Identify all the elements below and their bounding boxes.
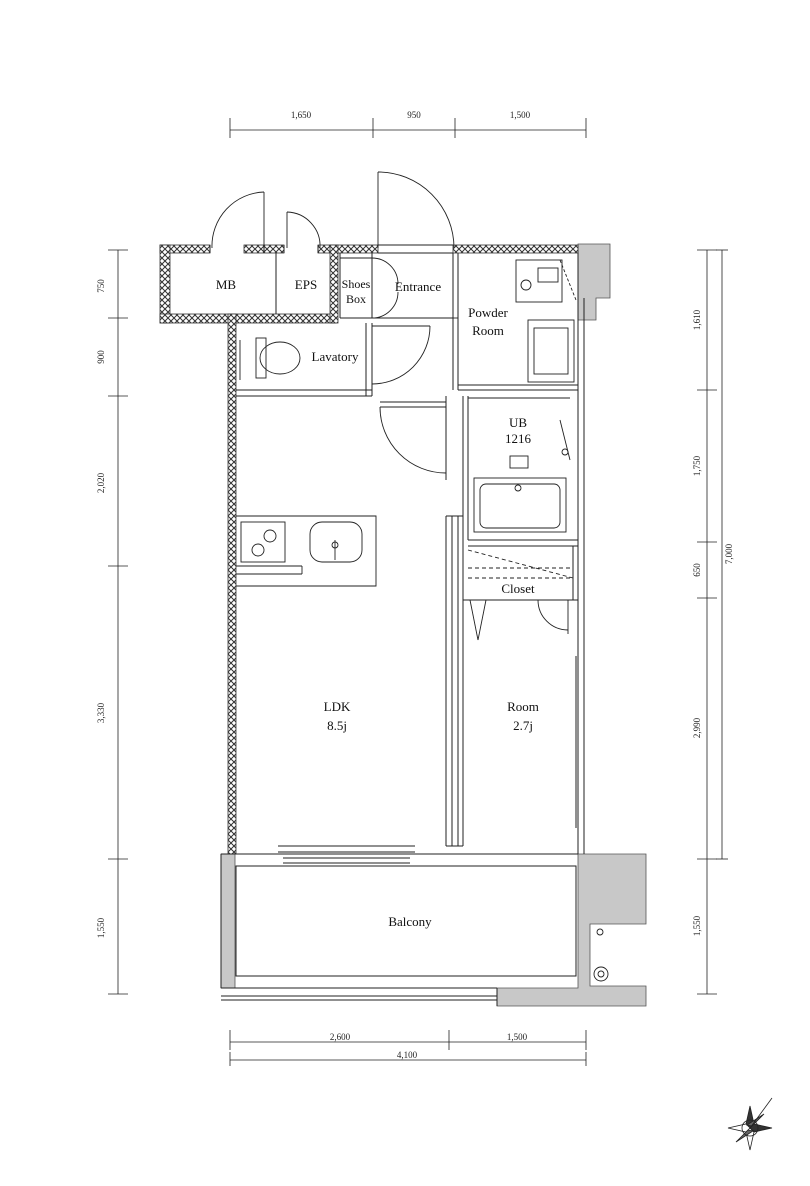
left-dimension-line: [108, 249, 128, 995]
dim-top-3: 1,500: [510, 110, 531, 120]
dim-left-5: 1,550: [96, 917, 106, 938]
room-label-mb: MB: [216, 277, 237, 292]
fixtures: [236, 259, 609, 982]
compass-icon: [727, 1097, 773, 1151]
bottom-dimension-line: [229, 1030, 587, 1066]
room-label-ldk-size: 8.5j: [327, 718, 347, 733]
dim-left-2: 900: [96, 350, 106, 364]
dim-right-1: 1,610: [692, 309, 702, 330]
dim-right-3: 650: [692, 563, 702, 577]
dim-right-5: 1,550: [692, 915, 702, 936]
room-label-entrance: Entrance: [395, 279, 441, 294]
room-label-room: Room: [507, 699, 539, 714]
dim-left-4: 3,330: [96, 702, 106, 723]
room-label-ub-size: 1216: [505, 431, 532, 446]
dim-top-1: 1,650: [291, 110, 312, 120]
right-dimension-line: [697, 249, 728, 995]
room-label-lavatory: Lavatory: [312, 349, 359, 364]
room-label-room-size: 2.7j: [513, 718, 533, 733]
room-label-box: Box: [346, 292, 366, 306]
room-label-powder: Powder: [468, 305, 508, 320]
dim-left-1: 750: [96, 279, 106, 293]
dim-bottom-1: 2,600: [330, 1032, 351, 1042]
structural-columns: [220, 243, 647, 1007]
dim-right-2: 1,750: [692, 455, 702, 476]
room-label-shoes: Shoes: [342, 277, 371, 291]
room-label-closet: Closet: [501, 581, 535, 596]
room-label-ldk: LDK: [324, 699, 351, 714]
interior-walls: [209, 244, 585, 1006]
room-label-powder-room: Room: [472, 323, 504, 338]
room-label-eps: EPS: [295, 277, 317, 292]
dim-bottom-total: 4,100: [397, 1050, 418, 1060]
dim-left-3: 2,020: [96, 472, 106, 493]
top-dimension-line: [229, 118, 587, 138]
dim-top-2: 950: [407, 110, 421, 120]
room-label-ub: UB: [509, 415, 527, 430]
hatched-walls: [159, 244, 579, 855]
door-swings: [211, 171, 577, 641]
dim-right-total: 7,000: [724, 543, 734, 564]
dim-right-4: 2,990: [692, 717, 702, 738]
dim-bottom-2: 1,500: [507, 1032, 528, 1042]
room-label-balcony: Balcony: [388, 914, 432, 929]
